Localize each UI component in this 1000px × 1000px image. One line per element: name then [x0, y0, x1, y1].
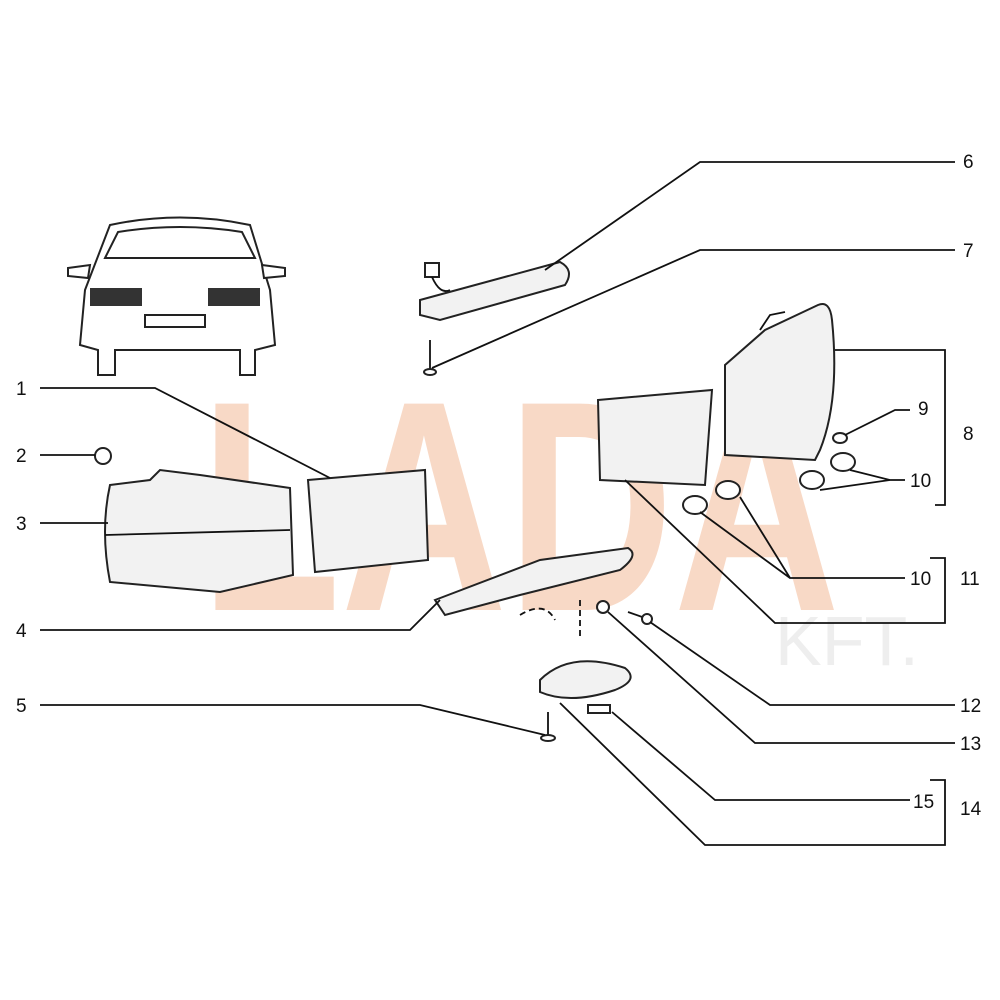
callout-3: 3: [16, 514, 27, 535]
license-plate-light-bracket: [433, 546, 634, 617]
callout-6: 6: [963, 152, 974, 173]
washer-13: [596, 600, 610, 614]
callout-2: 2: [16, 446, 27, 467]
screw-5: [540, 712, 556, 742]
assembly-arrows: [519, 600, 581, 640]
left-tail-lamp: [104, 468, 295, 594]
callout-4: 4: [16, 621, 27, 642]
nut: [94, 447, 112, 465]
bulbs: [682, 432, 856, 515]
screw-12: [627, 611, 653, 625]
callout-10a: 10: [910, 471, 931, 492]
callout-7: 7: [963, 241, 974, 262]
leader-lines: [40, 161, 955, 846]
callout-12: 12: [960, 696, 981, 717]
car-rear-view: [67, 216, 286, 376]
screw-7: [423, 340, 437, 376]
lamp-holder-board: [596, 388, 714, 487]
callout-14: 14: [960, 799, 982, 820]
left-lamp-holder-board: [306, 468, 430, 574]
high-mount-brake-light: [419, 260, 570, 322]
callout-15: 15: [913, 792, 934, 813]
callout-9: 9: [918, 399, 929, 420]
callout-11: 11: [960, 569, 980, 590]
callout-8: 8: [963, 424, 974, 445]
callout-13: 13: [960, 734, 981, 755]
callout-10b: 10: [910, 569, 931, 590]
svg-text:KFT.: KFT.: [775, 602, 919, 680]
callout-1: 1: [16, 379, 27, 400]
bulb-15: [587, 704, 611, 714]
license-plate-light: [539, 660, 632, 700]
right-tail-lamp: [724, 303, 836, 462]
callout-5: 5: [16, 696, 27, 717]
